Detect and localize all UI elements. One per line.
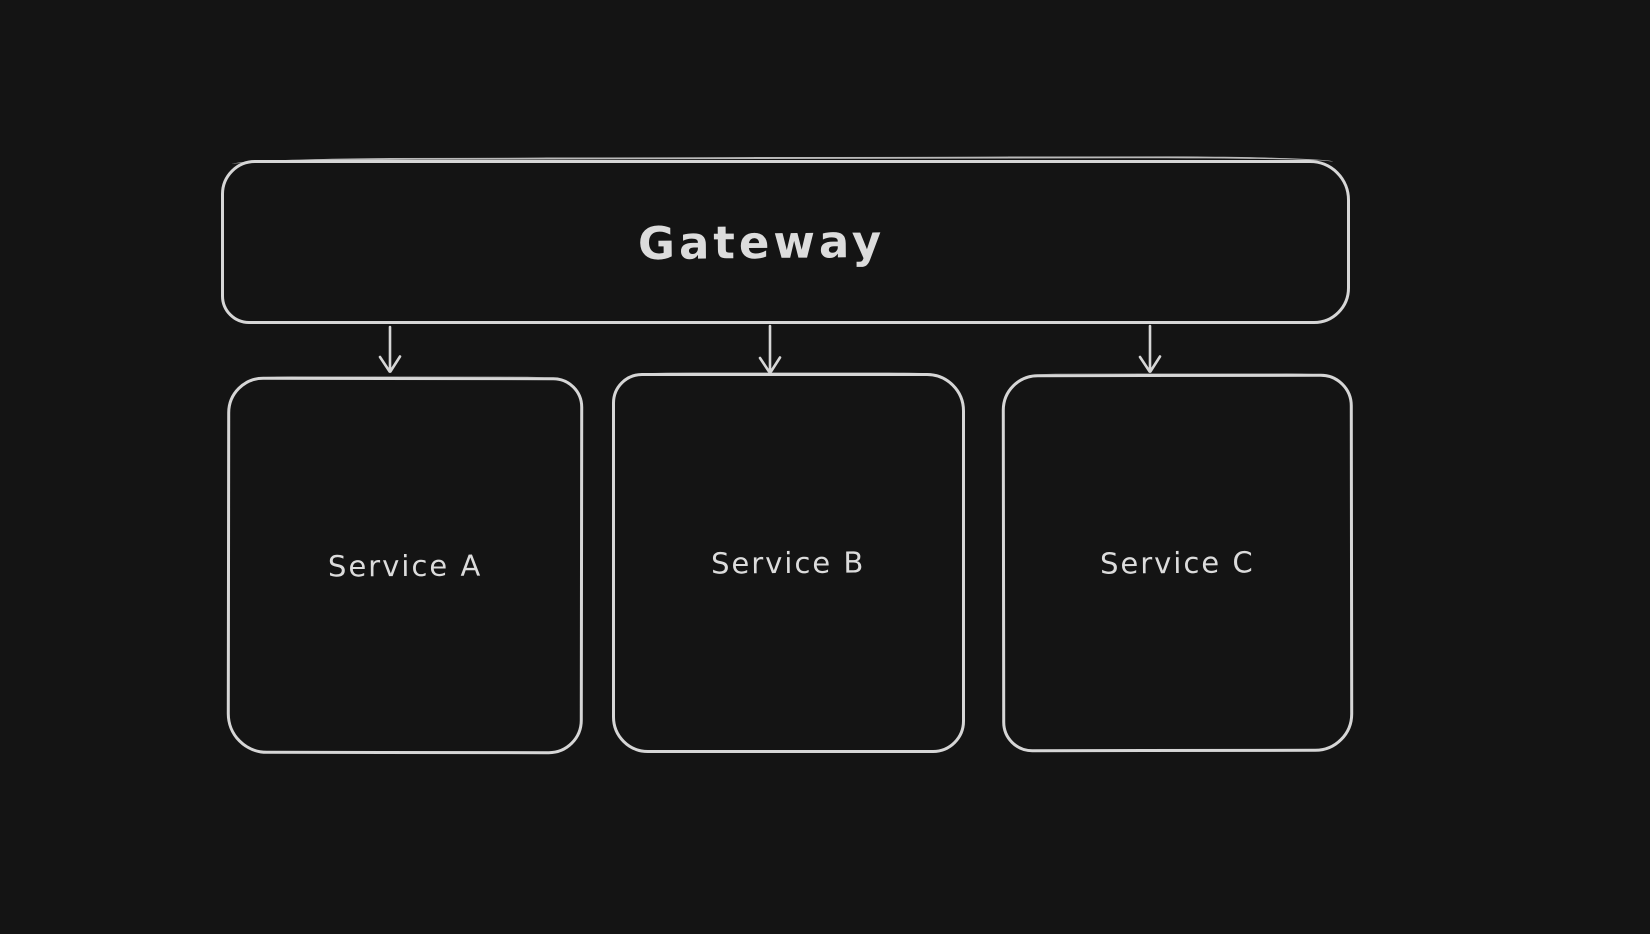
service-b-node[interactable]: Service B [612,372,965,753]
gateway-node[interactable]: Gateway [221,160,1350,324]
service-b-label: Service B [711,545,866,581]
arrow-gateway-to-service-a-icon[interactable] [375,325,405,374]
arrow-gateway-to-service-b-icon[interactable] [755,324,785,375]
gateway-label: Gateway [637,214,886,270]
service-a-node[interactable]: Service A [226,376,584,755]
service-a-label: Service A [327,548,483,583]
service-c-label: Service C [1100,545,1255,581]
arrow-gateway-to-service-c-icon[interactable] [1135,324,1165,374]
service-c-node[interactable]: Service C [1001,373,1354,753]
